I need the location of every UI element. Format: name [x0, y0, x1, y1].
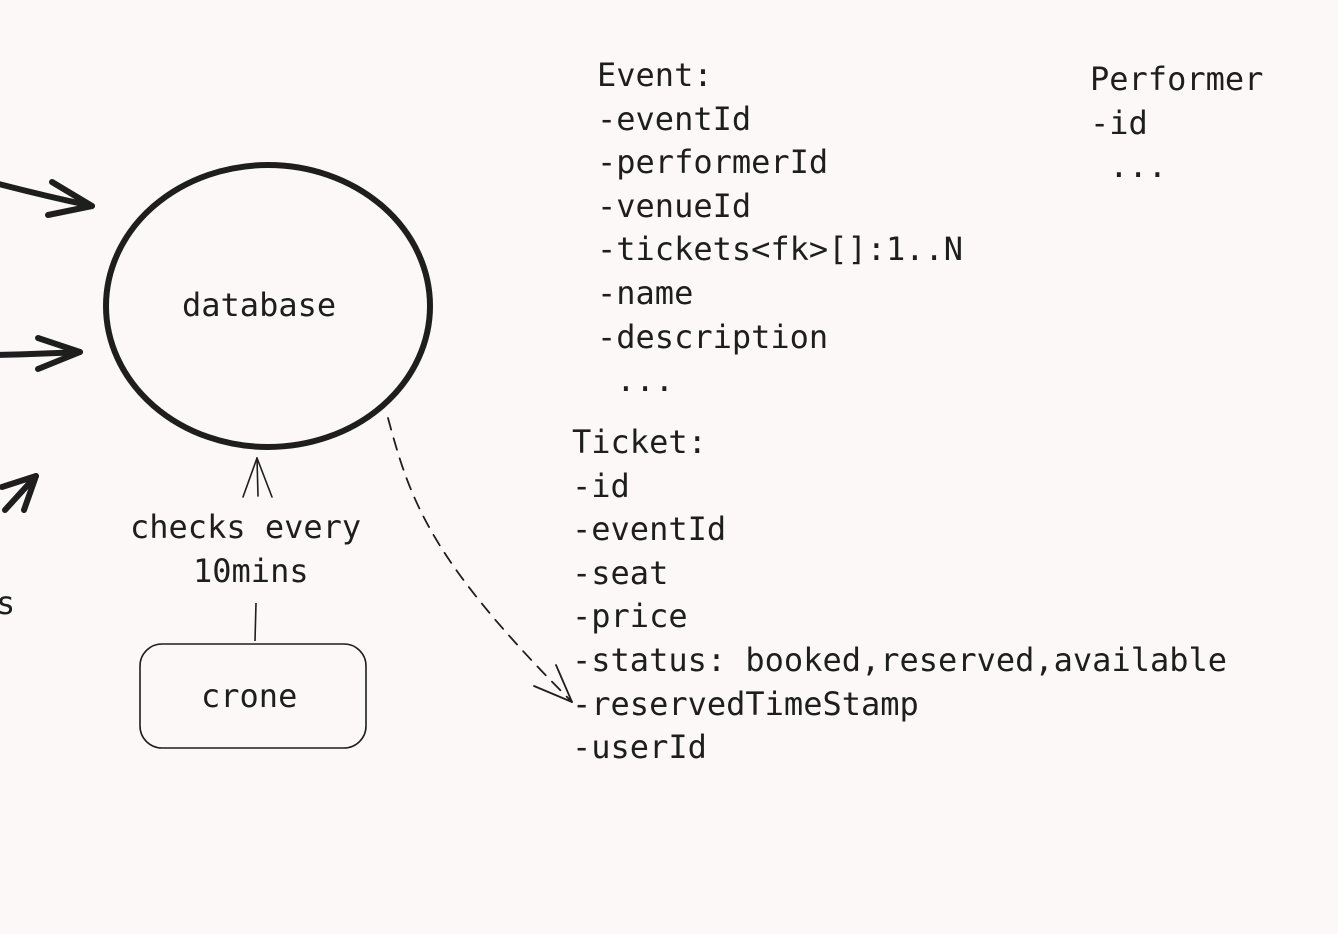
ticket-field: -eventId [572, 510, 727, 549]
ticket-entity[interactable]: Ticket: -id -eventId -seat -price -statu… [572, 421, 1227, 770]
crone-node[interactable] [139, 643, 367, 749]
event-field: -performerId [597, 143, 829, 182]
incoming-arrow-middle[interactable] [0, 335, 83, 372]
crone-connector-line[interactable] [254, 602, 257, 642]
crone-label: crone [201, 677, 298, 715]
incoming-arrow-top[interactable] [0, 179, 95, 218]
incoming-arrow-bottom[interactable] [0, 473, 39, 513]
ticket-title: Ticket: [572, 423, 707, 461]
event-ellipsis: ... [597, 361, 675, 400]
event-title: Event: [597, 56, 713, 94]
database-to-reserved-timestamp-dashed-arrow[interactable] [387, 417, 573, 703]
database-label: database [182, 286, 337, 324]
ticket-field-status: -status: booked,reserved,available [572, 640, 1228, 679]
ticket-field-reserved-timestamp: -reservedTimeStamp [572, 684, 919, 723]
performer-title: Performer [1090, 60, 1264, 98]
event-field: -venueId [597, 186, 752, 225]
ticket-field: -userId [572, 728, 707, 767]
ticket-field: -id [572, 466, 630, 505]
event-field: -description [597, 317, 829, 356]
ticket-field: -price [572, 597, 688, 636]
cron-note-line1: checks every [130, 508, 362, 546]
event-field: -tickets<fk>[]:1..N [597, 230, 964, 269]
ticket-field: -seat [572, 553, 669, 592]
database-node[interactable] [103, 162, 433, 450]
performer-entity[interactable]: Performer -id ... [1090, 58, 1263, 189]
performer-ellipsis: ... [1090, 147, 1168, 186]
event-field: -name [597, 273, 694, 312]
left-edge-fragment: s [0, 584, 16, 622]
cron-to-database-arrow[interactable] [242, 457, 273, 498]
event-field: -eventId [597, 99, 752, 138]
performer-field: -id [1090, 103, 1148, 142]
cron-note-line2: 10mins [193, 552, 309, 590]
event-entity[interactable]: Event: -eventId -performerId -venueId -t… [597, 54, 963, 403]
